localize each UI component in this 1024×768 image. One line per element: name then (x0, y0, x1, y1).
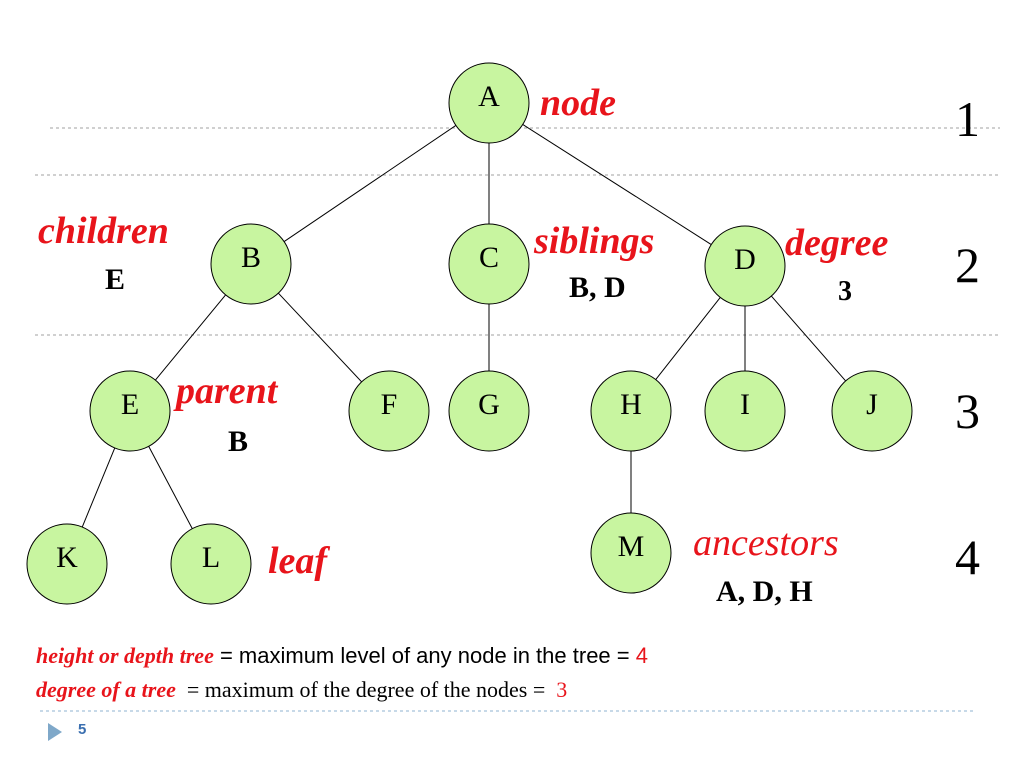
node-label-K: K (56, 541, 78, 574)
edge-D-H (655, 297, 721, 380)
tree-node-F: F (348, 370, 430, 452)
height-definition: height or depth tree = maximum level of … (36, 645, 648, 667)
node-circle-H (590, 370, 672, 452)
level-number-4: 4 (955, 529, 980, 585)
tree-node-E: E (89, 370, 171, 452)
node-label-H: H (620, 388, 642, 421)
degree-definition-term: degree of a tree (36, 677, 176, 702)
siblings-term: siblings (534, 220, 655, 262)
node-circle-D (704, 225, 786, 307)
node-circle-F (348, 370, 430, 452)
tree-node-M: M (590, 512, 672, 594)
node-circle-I (704, 370, 786, 452)
degree-term: degree (785, 222, 889, 264)
node-circle-L (170, 523, 252, 605)
node-label-C: C (479, 241, 499, 274)
node-label-I: I (740, 388, 750, 421)
degree-definition-text: = maximum of the degree of the nodes = (175, 677, 557, 702)
node-circle-K (26, 523, 108, 605)
node-circle-E (89, 370, 171, 452)
footer-bullet-icon (48, 723, 62, 741)
edge-E-L (148, 446, 193, 529)
degree-value: 3 (838, 276, 852, 307)
node-label-E: E (121, 388, 139, 421)
node-label-B: B (241, 241, 261, 274)
edge-D-J (770, 295, 847, 382)
tree-nodes: A B C D E F G H I J K L M (26, 62, 913, 605)
parent-value: B (228, 425, 249, 458)
children-term: children (38, 210, 169, 252)
degree-definition-value: 3 (556, 677, 568, 702)
tree-node-D: D (704, 225, 786, 307)
node-label-L: L (202, 541, 220, 574)
leaf-term: leaf (268, 540, 328, 582)
level-number-1: 1 (955, 91, 980, 147)
node-label-G: G (478, 388, 500, 421)
parent-term: parent (176, 370, 278, 412)
tree-node-K: K (26, 523, 108, 605)
node-circle-A (448, 62, 530, 144)
node-label-M: M (618, 530, 645, 563)
tree-node-H: H (590, 370, 672, 452)
height-definition-value: 4 (635, 643, 648, 668)
edge-A-B (283, 124, 457, 243)
node-label-J: J (866, 388, 878, 421)
node-label-F: F (381, 388, 398, 421)
node-circle-J (831, 370, 913, 452)
ancestors-term: ancestors (693, 522, 839, 564)
node-circle-B (210, 223, 292, 305)
node-circle-M (590, 512, 672, 594)
node-label-D: D (734, 243, 756, 276)
edge-E-K (81, 447, 116, 528)
node-label-A: A (478, 80, 500, 113)
children-value: E (105, 263, 126, 296)
level-number-2: 2 (955, 237, 980, 293)
node-circle-C (448, 223, 530, 305)
tree-node-B: B (210, 223, 292, 305)
page-number: 5 (78, 721, 87, 738)
degree-definition: degree of a tree = maximum of the degree… (36, 679, 567, 701)
tree-node-G: G (448, 370, 530, 452)
tree-node-I: I (704, 370, 786, 452)
edge-A-D (522, 124, 712, 245)
tree-node-J: J (831, 370, 913, 452)
node-circle-G (448, 370, 530, 452)
level-number-3: 3 (955, 383, 980, 439)
tree-node-A: A (448, 62, 530, 144)
edge-B-E (155, 294, 226, 381)
tree-node-L: L (170, 523, 252, 605)
node-term: node (540, 82, 616, 124)
ancestors-value: A, D, H (716, 575, 813, 608)
height-definition-text: = maximum level of any node in the tree … (213, 643, 636, 668)
height-definition-term: height or depth tree (36, 643, 214, 668)
tree-node-C: C (448, 223, 530, 305)
siblings-value: B, D (569, 271, 626, 304)
edge-B-F (278, 292, 362, 383)
tree-edges (81, 124, 847, 529)
